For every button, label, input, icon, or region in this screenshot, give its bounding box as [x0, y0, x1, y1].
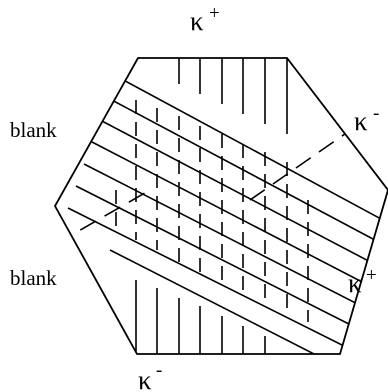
- svg-text:κ: κ: [138, 365, 152, 392]
- svg-text:-: -: [156, 360, 162, 381]
- svg-text:+: +: [366, 265, 377, 286]
- solid-vertical-strokes: [135, 58, 288, 354]
- svg-text:-: -: [373, 103, 379, 124]
- svg-text:κ: κ: [348, 268, 362, 298]
- label-top: κ +: [190, 3, 220, 36]
- svg-text:κ: κ: [354, 106, 368, 136]
- svg-text:+: +: [209, 3, 220, 24]
- label-lower-left: blank: [10, 266, 57, 290]
- label-upper-left: blank: [10, 118, 57, 142]
- hexagon-outline: [53, 57, 388, 355]
- diagonal-band-lines: [67, 75, 388, 354]
- svg-text:κ: κ: [190, 6, 204, 36]
- label-upper-right: κ -: [354, 103, 379, 136]
- label-bottom: κ -: [138, 360, 162, 392]
- label-lower-right: κ +: [348, 265, 377, 298]
